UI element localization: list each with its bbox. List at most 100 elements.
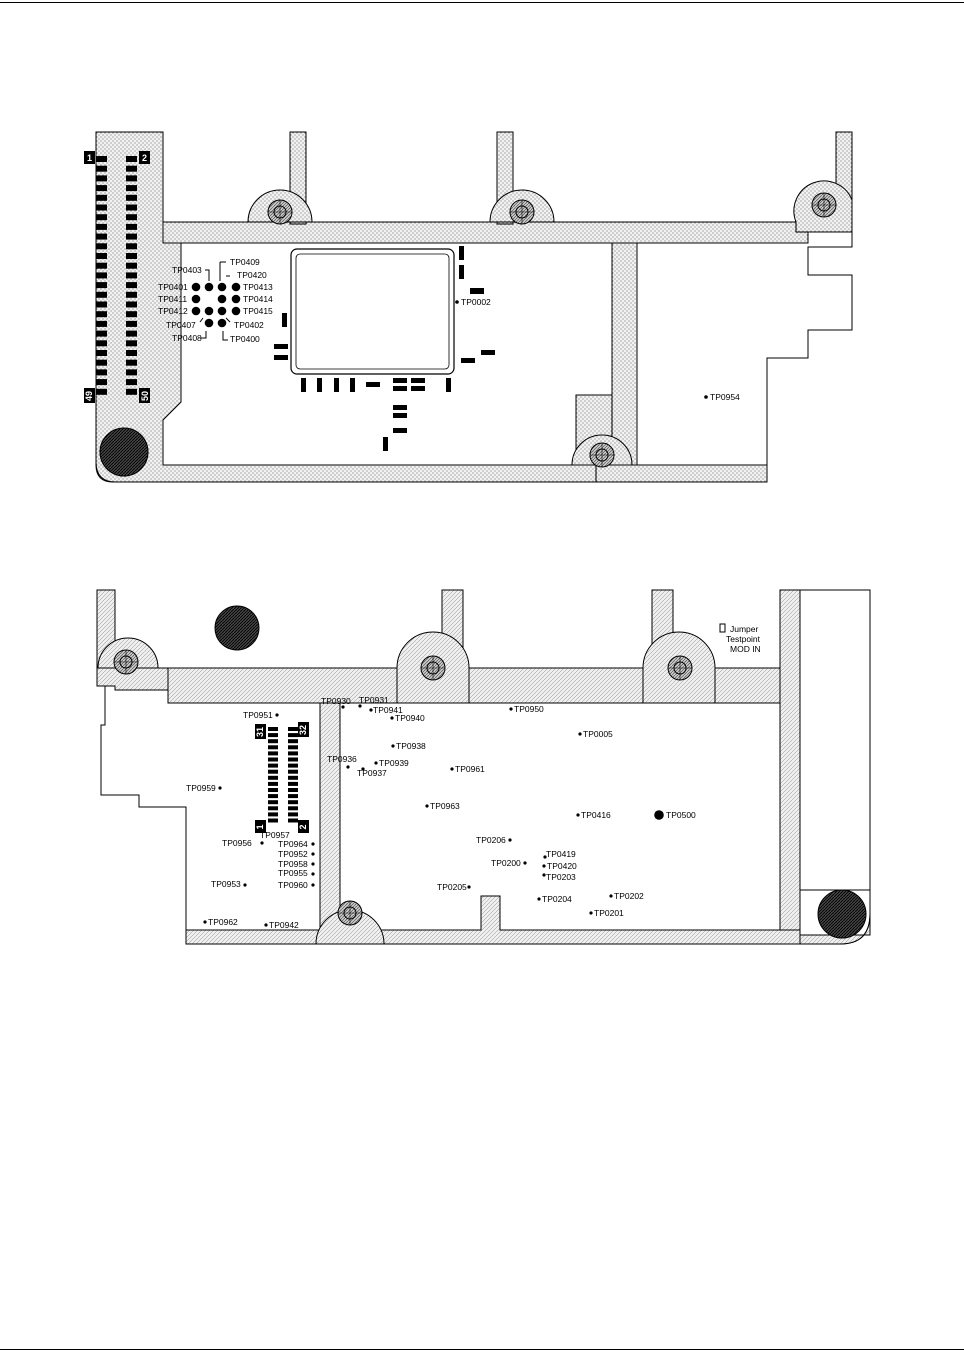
tp-label: TP0403 bbox=[172, 265, 202, 275]
tp-label: TP0411 bbox=[158, 294, 187, 304]
tp-label: TP0937 bbox=[357, 768, 387, 778]
connector-pad bbox=[288, 751, 298, 756]
connector-pad bbox=[96, 369, 107, 376]
connector-pad bbox=[126, 204, 137, 211]
connector-pad bbox=[126, 320, 137, 327]
connector-pad bbox=[126, 282, 137, 289]
connector-pad bbox=[126, 311, 137, 318]
svg-text:MOD IN: MOD IN bbox=[730, 644, 761, 654]
connector-pad bbox=[288, 812, 298, 817]
pin-label-1-b: 1 bbox=[255, 820, 266, 833]
connector-pad bbox=[96, 204, 107, 211]
bottom-screw-1 bbox=[113, 649, 139, 675]
tp-label: TP0930 bbox=[321, 696, 351, 706]
connector-pad bbox=[268, 739, 278, 744]
connector-pad bbox=[288, 733, 298, 738]
connector-pad bbox=[288, 757, 298, 762]
connector-pad bbox=[126, 388, 137, 395]
tp-label: TP0962 bbox=[208, 917, 238, 927]
tp-label: TP0409 bbox=[230, 257, 260, 267]
pin-label-2-b: 2 bbox=[298, 820, 309, 833]
connector-pad bbox=[96, 194, 107, 201]
tp-label: TP0400 bbox=[230, 334, 260, 344]
connector-pad bbox=[96, 165, 107, 172]
pin-label-50: 50 bbox=[139, 388, 150, 403]
pin-label-49: 49 bbox=[84, 388, 95, 403]
connector-pad bbox=[96, 175, 107, 182]
tp-label: TP0419 bbox=[546, 849, 576, 859]
svg-text:Testpoint: Testpoint bbox=[726, 634, 761, 644]
tp-label: TP0420 bbox=[237, 270, 267, 280]
connector-pad bbox=[268, 727, 278, 731]
top-screw-2 bbox=[509, 199, 535, 225]
legend: Jumper Testpoint MOD IN bbox=[719, 623, 761, 654]
connector-pad bbox=[288, 806, 298, 811]
tp-label: TP0951 bbox=[243, 710, 273, 720]
connector-pad bbox=[288, 769, 298, 774]
connector-pad bbox=[96, 214, 107, 221]
tp-label: TP0941 bbox=[373, 705, 403, 715]
bottom-big-hole-1 bbox=[214, 605, 260, 651]
connector-pad bbox=[126, 214, 137, 221]
connector-pad bbox=[96, 282, 107, 289]
bottom-tp-dots bbox=[203, 704, 664, 927]
svg-text:2: 2 bbox=[298, 824, 308, 829]
connector-pad bbox=[126, 340, 137, 347]
connector-pad bbox=[288, 763, 298, 768]
bottom-frame-mid bbox=[319, 702, 341, 931]
top-frame-rail bbox=[162, 221, 809, 244]
tp-label: TP0203 bbox=[546, 872, 576, 882]
bottom-big-hole-2 bbox=[817, 889, 867, 939]
tp-label: TP0942 bbox=[269, 920, 299, 930]
jumper-testpoint-icon bbox=[719, 623, 726, 633]
connector-pad bbox=[268, 794, 278, 799]
tp-label: TP0956 bbox=[222, 838, 252, 848]
connector-pad bbox=[126, 243, 137, 250]
connector-pad bbox=[268, 806, 278, 811]
connector-pad bbox=[268, 788, 278, 792]
tp-label: TP0420 bbox=[547, 861, 577, 871]
tp-label: TP0414 bbox=[243, 294, 273, 304]
connector-pad bbox=[268, 769, 278, 774]
connector-pad bbox=[96, 350, 107, 356]
connector-pad bbox=[288, 818, 298, 823]
tp-label: TP0401 bbox=[158, 282, 188, 292]
tp-label: TP0936 bbox=[327, 754, 357, 764]
tp-label: TP0938 bbox=[396, 741, 426, 751]
bottom-screw-2 bbox=[420, 655, 446, 681]
bottom-rule bbox=[0, 1349, 964, 1350]
pin-label-1: 1 bbox=[84, 151, 95, 164]
tp-label: TP0940 bbox=[395, 713, 425, 723]
bottom-screw-3 bbox=[667, 655, 693, 681]
tp-label: TP0958 bbox=[278, 859, 308, 869]
connector-pad bbox=[288, 788, 298, 792]
connector-pad bbox=[126, 301, 137, 308]
board-connector-50pin bbox=[96, 156, 137, 395]
tp-label: TP0402 bbox=[234, 320, 264, 330]
connector-pad bbox=[96, 330, 107, 337]
tp-label: TP0204 bbox=[542, 894, 572, 904]
bottom-right-slot bbox=[799, 589, 871, 891]
connector-pad bbox=[126, 185, 137, 192]
connector-pad bbox=[288, 781, 298, 786]
tp-label: TP0939 bbox=[379, 758, 409, 768]
connector-pad bbox=[96, 379, 107, 386]
connector-pad bbox=[96, 320, 107, 327]
connector-pad bbox=[96, 301, 107, 308]
connector-pad bbox=[268, 751, 278, 756]
svg-text:31: 31 bbox=[255, 727, 265, 737]
connector-pad bbox=[96, 262, 107, 269]
connector-pad bbox=[268, 775, 278, 780]
connector-pad bbox=[268, 745, 278, 750]
connector-pad bbox=[96, 243, 107, 250]
connector-pad bbox=[288, 794, 298, 799]
connector-pad bbox=[126, 272, 137, 279]
tp-label: TP0953 bbox=[211, 879, 241, 889]
connector-pad bbox=[126, 262, 137, 269]
connector-pad bbox=[96, 223, 107, 230]
tp-label: TP0407 bbox=[166, 320, 196, 330]
connector-pad bbox=[268, 800, 278, 805]
connector-pad bbox=[96, 359, 107, 366]
connector-pad bbox=[268, 812, 278, 817]
tp0400-cluster bbox=[191, 261, 241, 341]
